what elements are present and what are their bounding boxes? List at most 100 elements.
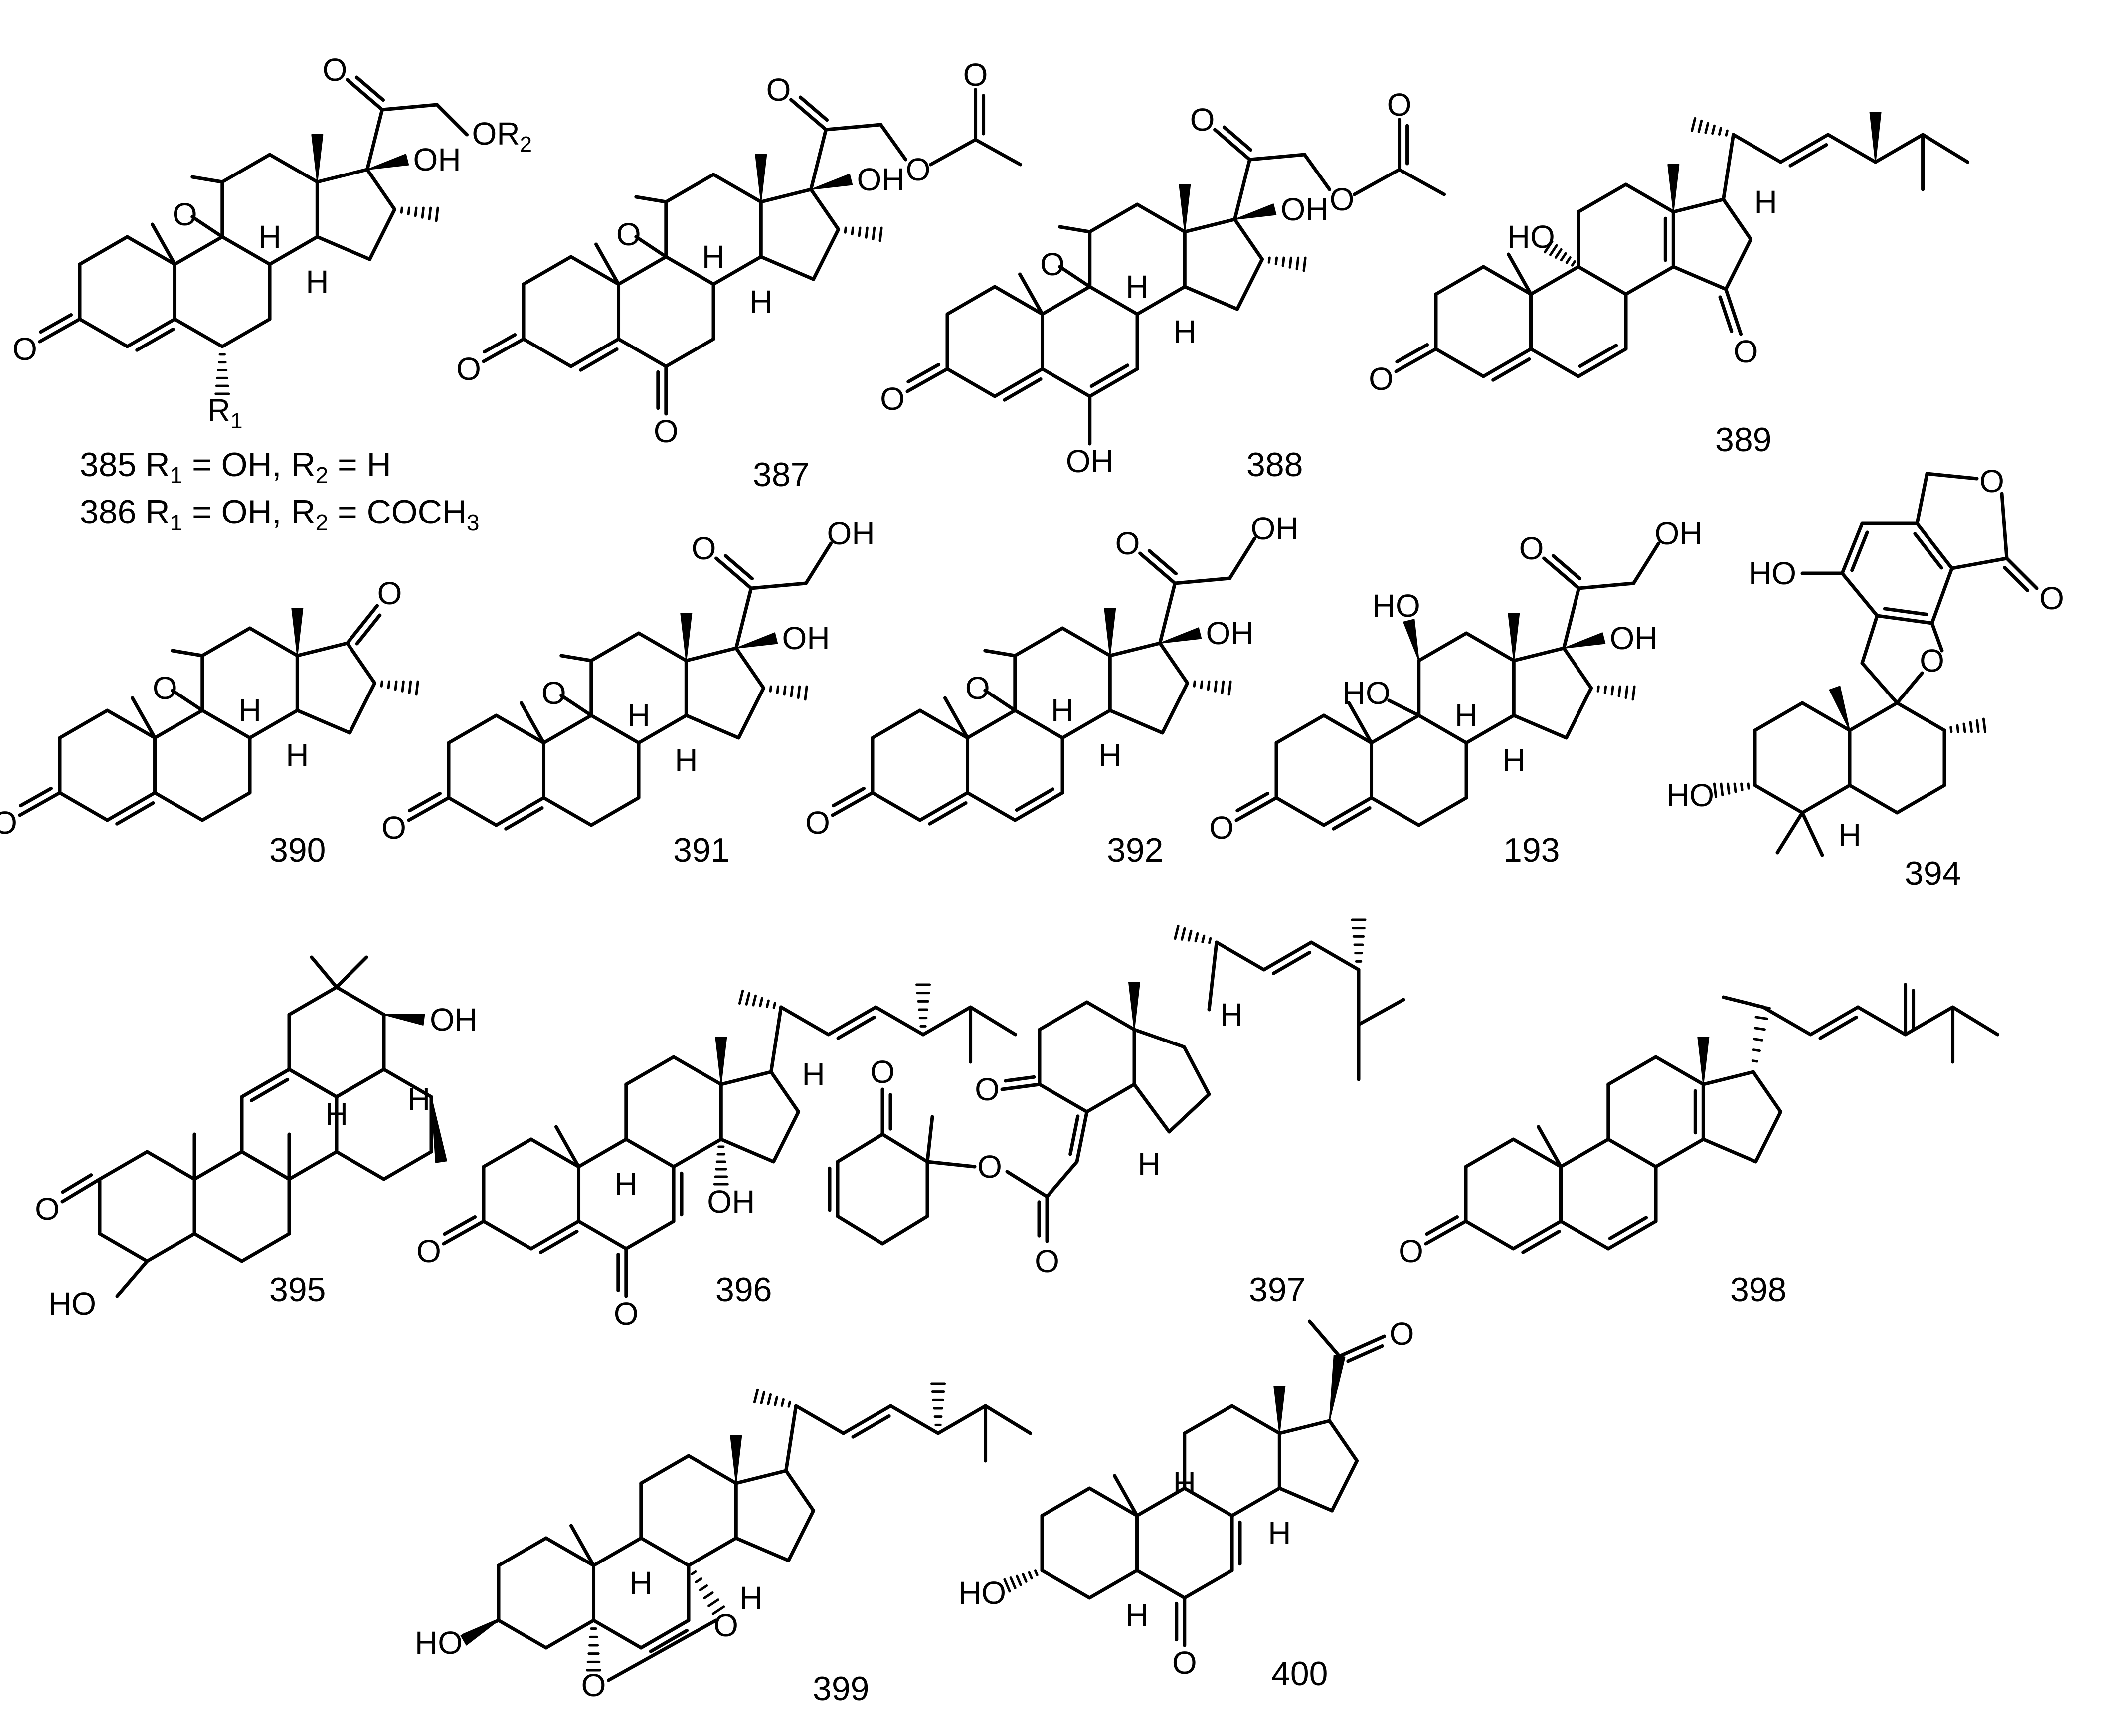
h-label: H xyxy=(1838,817,1861,853)
methyl-c18 xyxy=(1697,1037,1710,1085)
bond xyxy=(1512,646,1566,663)
oh-wedge xyxy=(366,154,409,170)
bond xyxy=(1464,1219,1515,1251)
methyl-c16 xyxy=(1596,685,1636,701)
bond xyxy=(1775,811,1804,855)
oxygen-label: O xyxy=(1330,181,1355,217)
legend-385-r1-sub: 1 xyxy=(170,462,183,488)
bond xyxy=(637,713,688,745)
bond xyxy=(348,681,377,735)
bond xyxy=(365,168,397,211)
c4-c5-double-bond xyxy=(569,337,621,368)
hydroxyl-label: OH xyxy=(413,142,461,177)
bond xyxy=(1233,158,1252,221)
oxygen-label: O xyxy=(377,575,402,611)
bond xyxy=(1322,713,1374,745)
bond xyxy=(672,1055,723,1086)
double-bond xyxy=(2005,556,2039,590)
bond xyxy=(1481,265,1533,296)
hydroxyl-label: OH xyxy=(1610,620,1658,656)
bond xyxy=(220,153,272,184)
hydroxyl-label: HO xyxy=(958,1575,1006,1611)
c6-c7-double-bond xyxy=(1606,1219,1658,1251)
hashed-bond xyxy=(930,1382,946,1426)
bond xyxy=(240,1150,291,1181)
bond xyxy=(966,791,1017,822)
bond xyxy=(220,317,272,348)
bond xyxy=(1930,621,1944,653)
h-label: H xyxy=(1268,1515,1291,1551)
bond xyxy=(1088,202,1139,234)
bond xyxy=(1559,1137,1610,1169)
bond xyxy=(1895,783,1946,815)
bond xyxy=(190,175,224,184)
bond xyxy=(173,235,224,266)
h-label: H xyxy=(1126,269,1149,305)
bond xyxy=(589,713,641,745)
bond xyxy=(589,796,641,827)
methyl-c19 xyxy=(569,1524,596,1567)
ketone-c3 xyxy=(39,313,73,334)
bond xyxy=(1167,1092,1211,1134)
double-bond xyxy=(1075,1110,1089,1164)
methyl-c18 xyxy=(291,608,304,656)
bond xyxy=(1277,1486,1334,1513)
bond xyxy=(335,985,386,1017)
bond xyxy=(1860,661,1899,705)
bond xyxy=(812,227,841,281)
bond xyxy=(240,1232,291,1263)
bond xyxy=(929,138,978,167)
bond xyxy=(2000,492,2009,560)
double-bond xyxy=(1000,1082,1042,1091)
methyl-c16 xyxy=(769,685,808,701)
bond xyxy=(1701,1070,1755,1086)
bond xyxy=(98,1232,149,1263)
bond xyxy=(925,1115,934,1164)
bond xyxy=(1701,1137,1758,1164)
bond xyxy=(1088,285,1139,316)
oxygen-label: O xyxy=(766,72,791,108)
bond xyxy=(1041,367,1092,398)
bond xyxy=(78,235,129,266)
bond xyxy=(664,173,715,204)
h-label: H xyxy=(1220,997,1243,1033)
bond xyxy=(1856,1005,1908,1037)
oxygen-label: O xyxy=(416,1233,441,1269)
bond xyxy=(759,187,813,204)
bond xyxy=(287,1150,339,1181)
bond xyxy=(1183,1404,1234,1435)
bond xyxy=(809,128,828,191)
double-bond xyxy=(906,362,941,384)
bond xyxy=(874,1005,925,1037)
hydroxyl-label: OH xyxy=(1281,191,1329,227)
bond xyxy=(295,641,350,658)
methyl-c18 xyxy=(1508,613,1520,661)
oxygen-label: O xyxy=(381,810,406,846)
bond xyxy=(1183,217,1237,234)
bond xyxy=(1387,698,1421,717)
c4-c5-double-bond xyxy=(1481,347,1533,378)
methyl-c19 xyxy=(151,222,177,266)
c4-c5-double-bond xyxy=(135,327,175,352)
double-bond xyxy=(1262,940,1313,972)
wedge-bond xyxy=(1869,112,1882,163)
methyl-c21 xyxy=(1174,924,1212,944)
c4-c5-double-bond xyxy=(1003,377,1043,402)
double-bond xyxy=(1850,530,1869,572)
bond xyxy=(983,649,1017,658)
bond xyxy=(734,646,766,690)
bond xyxy=(1230,1404,1281,1435)
bond xyxy=(889,1404,940,1435)
bond xyxy=(1895,671,1924,705)
compound-number-388: 388 xyxy=(1246,446,1303,484)
bond xyxy=(287,1067,339,1099)
bond xyxy=(1754,1110,1783,1164)
methyl-c21 xyxy=(1722,995,1765,1009)
double-bond xyxy=(1840,521,1864,575)
wedge-bond xyxy=(1563,632,1606,649)
bond xyxy=(1577,581,1636,590)
bond xyxy=(711,173,763,204)
r1-label: R1 xyxy=(207,392,243,433)
bond xyxy=(936,1404,988,1435)
